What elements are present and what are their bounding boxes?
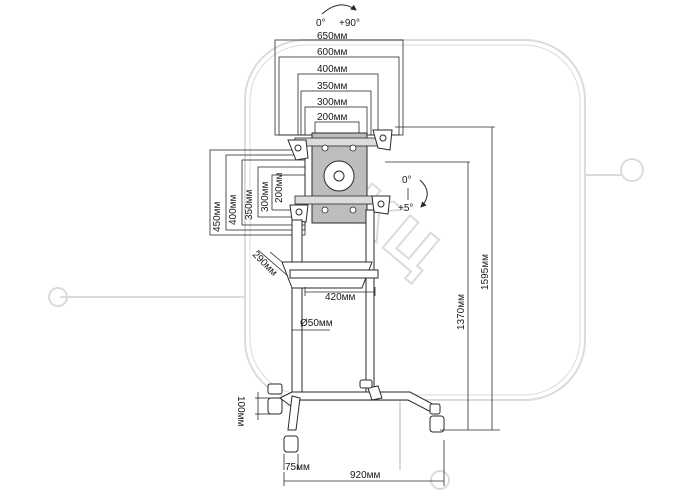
wheel-width-label: 75мм [285, 462, 310, 473]
height-350-label: 350мм [244, 189, 255, 220]
caster-wheels [267, 379, 445, 453]
height-dimension-lines [385, 126, 500, 431]
pole-diameter-label: Ø50мм [300, 318, 333, 329]
base-width-label: 920мм [350, 470, 381, 481]
width-300-label: 300мм [317, 97, 348, 108]
width-350-label: 350мм [317, 81, 348, 92]
base-frame [279, 385, 441, 431]
tilt-indicator: 0° +5° [398, 175, 428, 214]
rotation-indicator: 0° +90° [316, 4, 360, 29]
tilt-top-label: 0° [402, 175, 412, 186]
vesa-arm-brackets [287, 129, 393, 223]
center-height-label: 1370мм [456, 294, 467, 330]
rotation-left-label: 0° [316, 18, 326, 29]
shelf-depth-label: 290мм [250, 249, 279, 278]
width-200-label: 200мм [317, 112, 348, 123]
height-300-label: 300мм [260, 181, 271, 212]
height-dimensions [209, 149, 306, 236]
tilt-bottom-label: +5° [398, 203, 413, 214]
width-650-label: 650мм [317, 31, 348, 42]
shelf [257, 249, 379, 296]
height-200-label: 200мм [274, 172, 285, 203]
width-400-label: 400мм [317, 64, 348, 75]
wheel-diameter-label: 100мм [235, 396, 246, 427]
width-600-label: 600мм [317, 47, 348, 58]
rotation-right-label: +90° [339, 18, 360, 29]
height-400-label: 400мм [228, 194, 239, 225]
shelf-width-label: 420мм [325, 292, 356, 303]
vesa-mount-plate [294, 132, 386, 224]
height-450-label: 450мм [212, 201, 223, 232]
overall-height-label: 1595мм [480, 254, 491, 290]
